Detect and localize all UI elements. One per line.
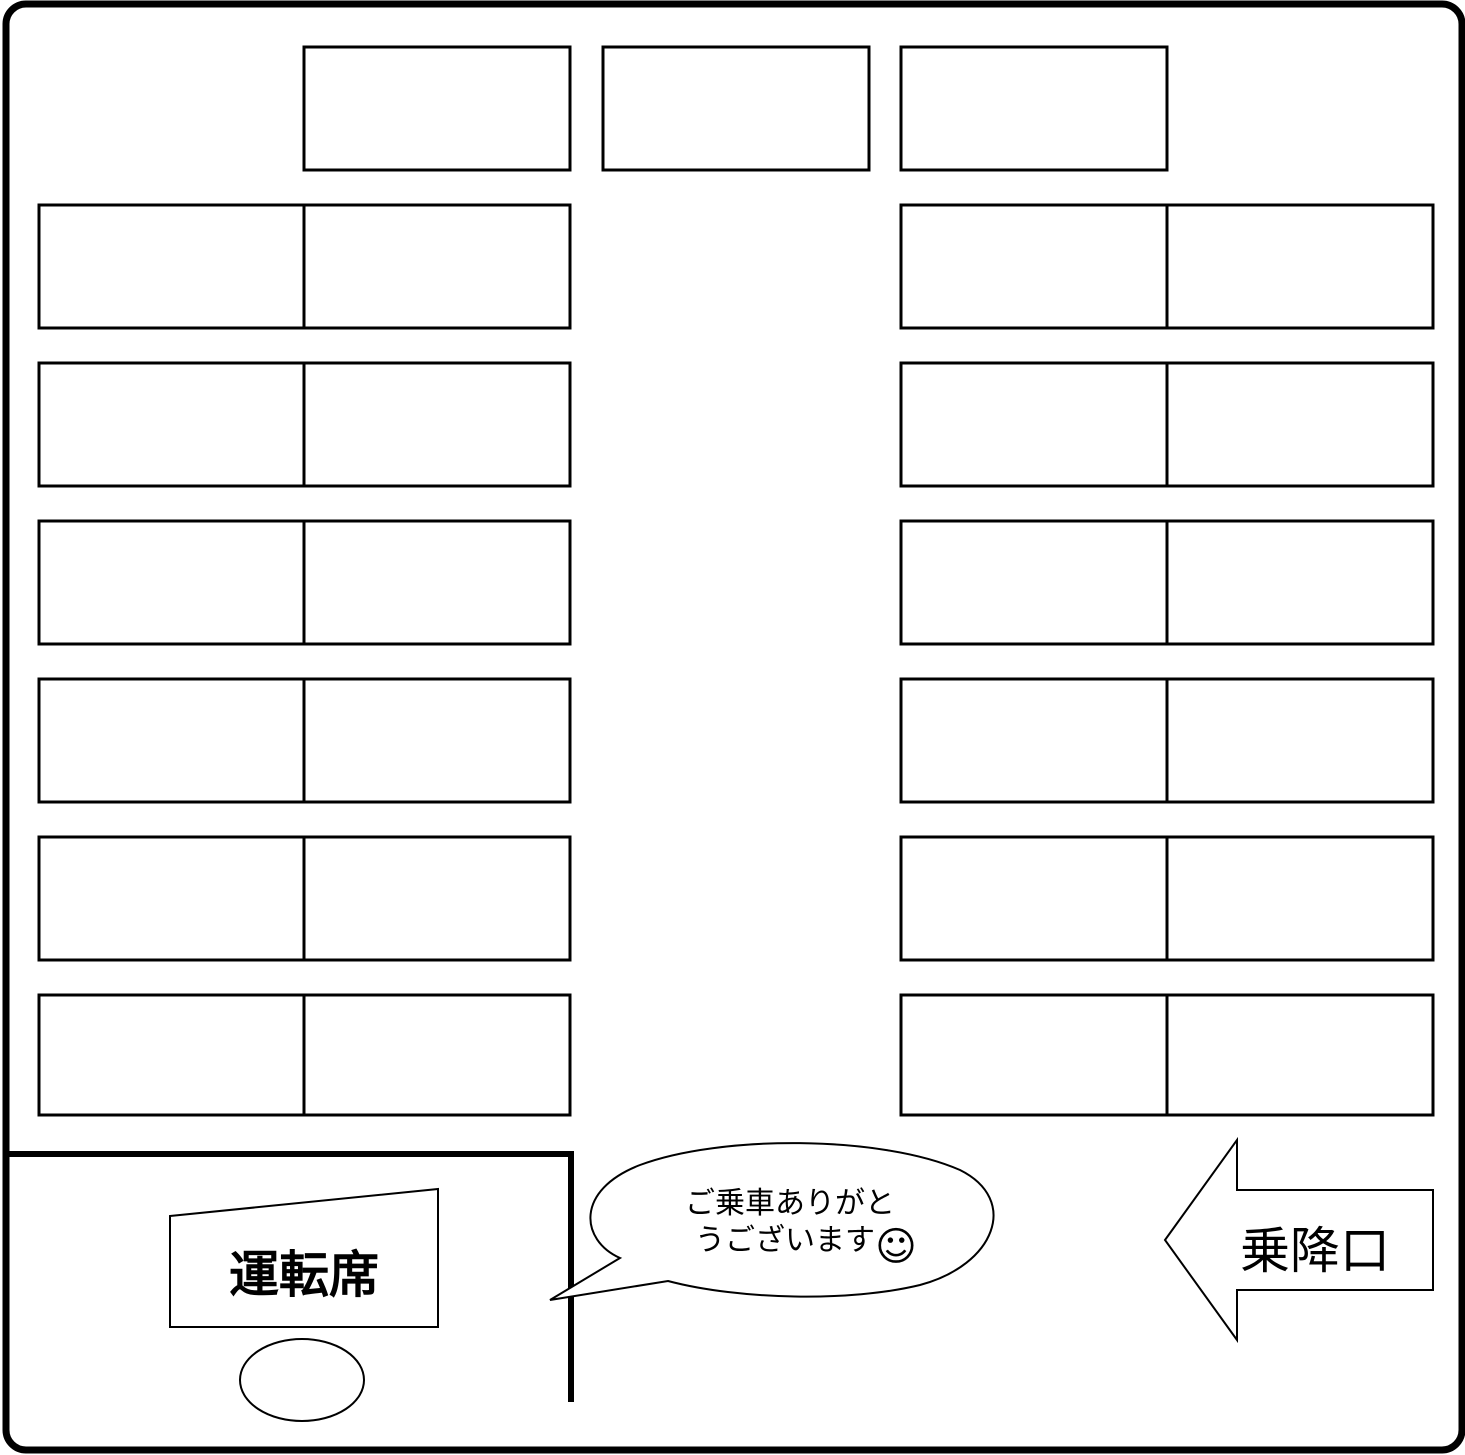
seat-right-row1-window	[1165, 203, 1435, 330]
smiley-icon: ☺	[875, 1224, 917, 1270]
speech-bubble	[549, 1142, 995, 1301]
seat-right-row3-window	[1165, 519, 1435, 646]
seat-front-2	[601, 45, 871, 172]
seat-right-row1-aisle	[899, 203, 1169, 330]
seat-left-row2-aisle	[302, 361, 572, 488]
seat-right-row2-aisle	[899, 361, 1169, 488]
seat-left-row6-window	[37, 993, 306, 1117]
speech-line-1: ご乗車ありがと	[685, 1186, 895, 1221]
seat-left-row1-window	[37, 203, 306, 330]
seat-left-row6-aisle	[302, 993, 572, 1117]
seat-group	[37, 45, 1435, 1117]
seat-front-1	[302, 45, 572, 172]
seat-right-row3-aisle	[899, 519, 1169, 646]
steering-wheel	[239, 1338, 365, 1422]
driver-seat-label: 運転席	[229, 1246, 379, 1304]
speech-line-2: うございます	[695, 1223, 875, 1258]
seat-right-row5-aisle	[899, 835, 1169, 962]
door-label: 乗降口	[1240, 1222, 1390, 1280]
seat-right-row4-window	[1165, 677, 1435, 804]
seat-front-3	[899, 45, 1169, 172]
driver-seat-sign	[169, 1187, 439, 1328]
seat-left-row5-window	[37, 835, 306, 962]
seat-right-row2-window	[1165, 361, 1435, 488]
seat-right-row4-aisle	[899, 677, 1169, 804]
seat-left-row3-window	[37, 519, 306, 646]
driver-compartment-wall	[8, 1151, 574, 1402]
seat-left-row3-aisle	[302, 519, 572, 646]
door-arrow	[1163, 1136, 1434, 1344]
seat-right-row5-window	[1165, 835, 1435, 962]
seat-left-row2-window	[37, 361, 306, 488]
seat-right-row6-aisle	[899, 993, 1169, 1117]
seat-left-row1-aisle	[302, 203, 572, 330]
seat-right-row6-window	[1165, 993, 1435, 1117]
seat-left-row4-aisle	[302, 677, 572, 804]
seat-left-row4-window	[37, 677, 306, 804]
seat-left-row5-aisle	[302, 835, 572, 962]
